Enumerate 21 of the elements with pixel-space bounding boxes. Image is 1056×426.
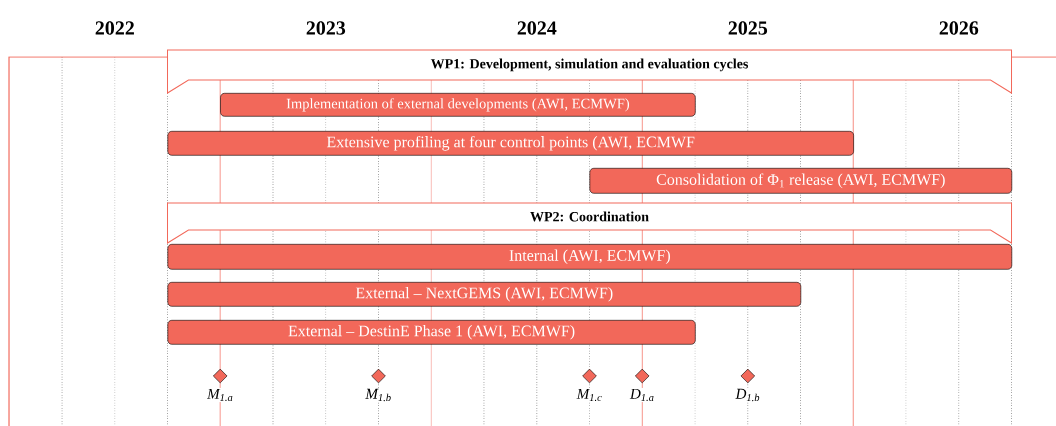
work-package-banner: WP2: Coordination	[167, 202, 1012, 244]
milestone-label: M$_{1.c}$	[575, 387, 604, 403]
milestone-label: D$_{1.b}$	[734, 387, 762, 403]
milestone-diamond	[582, 368, 597, 384]
milestone-diamond	[635, 368, 650, 384]
task-bar: External – DestinE Phase 1 (AWI, ECMWF)	[167, 320, 696, 345]
milestone-diamond	[740, 368, 755, 384]
year-label: 2023	[306, 21, 346, 35]
task-bar: Consolidation of Φ$_{1}$ release (AWI, ECMWF)	[589, 168, 1013, 194]
task-bar: Extensive profiling at four control points (AWI, ECMWF	[167, 131, 854, 156]
task-bar: Internal (AWI, ECMWF)	[167, 244, 1013, 270]
work-package-banner: WP1: Development, simulation and evaluation cycles	[167, 49, 1012, 94]
milestone-label: D$_{1.a}$	[629, 387, 656, 403]
milestone-label: M$_{1.b}$	[364, 387, 393, 403]
year-label: 2024	[517, 21, 557, 35]
year-label: 2022	[95, 21, 134, 35]
task-bar: External – NextGEMS (AWI, ECMWF)	[167, 282, 802, 307]
milestone-label: M$_{1.a}$	[206, 387, 235, 403]
milestone-diamond	[371, 368, 386, 384]
milestone-diamond	[213, 368, 228, 384]
task-bar: Implementation of external developments (AWI, ECMWF)	[220, 93, 696, 117]
